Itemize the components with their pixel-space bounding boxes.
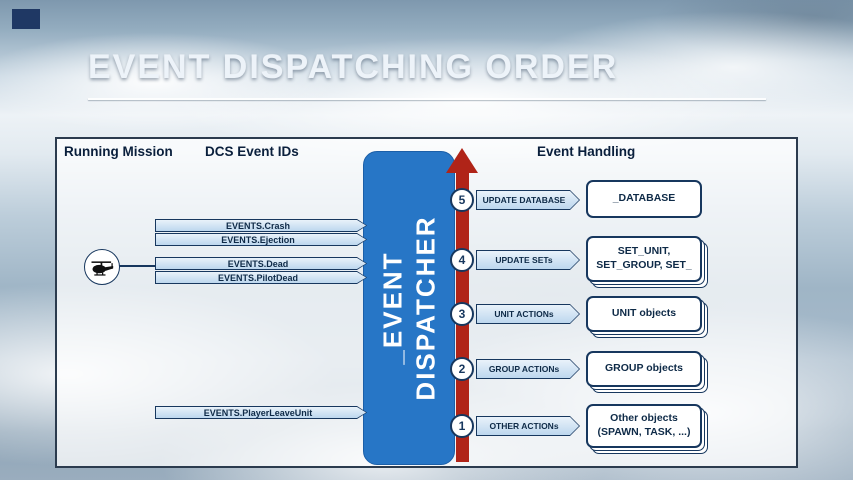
step-badge-1: 1 bbox=[450, 414, 474, 438]
arrow-shape-fill bbox=[156, 272, 366, 283]
action-label-update-sets: UPDATE SETs bbox=[476, 250, 580, 270]
event-label-crash: EVENTS.Crash bbox=[155, 219, 367, 232]
event-label-text: EVENTS.Dead bbox=[227, 258, 289, 269]
header-dcs-event-ids: DCS Event IDs bbox=[205, 144, 299, 159]
arrow-shape-fill bbox=[477, 251, 579, 269]
action-label-text: UPDATE SETs bbox=[495, 255, 553, 265]
arrow-shape-fill bbox=[477, 360, 579, 378]
target-box-unit-objects: UNIT objects bbox=[586, 296, 702, 332]
target-box-group-objects: GROUP objects bbox=[586, 351, 702, 387]
event-dispatcher-label: _EVENT DISPATCHER bbox=[377, 158, 442, 458]
arrow-shape-fill bbox=[477, 417, 579, 435]
up-arrow-icon bbox=[446, 148, 478, 173]
event-label-text: EVENTS.PlayerLeaveUnit bbox=[203, 407, 313, 418]
target-box-other-objects: Other objects (SPAWN, TASK, ...) bbox=[586, 404, 702, 448]
action-label-text: UPDATE DATABASE bbox=[482, 195, 566, 205]
page-title: EVENT DISPATCHING ORDER bbox=[88, 48, 619, 86]
helicopter-icon bbox=[91, 261, 114, 276]
event-label-playerleaveunit: EVENTS.PlayerLeaveUnit bbox=[155, 406, 367, 419]
arrow-shape-fill bbox=[156, 258, 366, 269]
event-label-pilotdead: EVENTS.PilotDead bbox=[155, 271, 367, 284]
dispatcher-label-line2: DISPATCHER bbox=[410, 215, 440, 401]
step-badge-4: 4 bbox=[450, 248, 474, 272]
arrow-shape-fill bbox=[477, 305, 579, 323]
event-label-ejection: EVENTS.Ejection bbox=[155, 233, 367, 246]
arrow-shape-fill bbox=[156, 407, 366, 418]
arrow-shape-fill bbox=[156, 234, 366, 245]
action-label-text: OTHER ACTIONs bbox=[489, 421, 559, 431]
event-label-text: EVENTS.Crash bbox=[225, 220, 291, 231]
target-box-sets: SET_UNIT, SET_GROUP, SET_ bbox=[586, 236, 702, 282]
arrow-shape-fill bbox=[477, 191, 579, 209]
event-label-text: EVENTS.Ejection bbox=[221, 234, 295, 245]
target-box-database: _DATABASE bbox=[586, 180, 702, 218]
action-label-update-database: UPDATE DATABASE bbox=[476, 190, 580, 210]
action-label-text: UNIT ACTIONs bbox=[494, 309, 554, 319]
dispatcher-label-line1: _EVENT bbox=[377, 251, 408, 365]
action-label-unit-actions: UNIT ACTIONs bbox=[476, 304, 580, 324]
corner-accent bbox=[12, 9, 40, 29]
step-badge-5: 5 bbox=[450, 188, 474, 212]
event-label-text: EVENTS.PilotDead bbox=[217, 272, 298, 283]
title-underline bbox=[88, 98, 766, 100]
event-label-dead: EVENTS.Dead bbox=[155, 257, 367, 270]
action-label-group-actions: GROUP ACTIONs bbox=[476, 359, 580, 379]
arrow-shape-fill bbox=[156, 220, 366, 231]
header-running-mission: Running Mission bbox=[64, 144, 173, 159]
connector-line bbox=[119, 265, 156, 267]
step-badge-2: 2 bbox=[450, 357, 474, 381]
step-badge-3: 3 bbox=[450, 302, 474, 326]
header-event-handling: Event Handling bbox=[537, 144, 636, 159]
unit-badge bbox=[84, 249, 120, 285]
action-label-other-actions: OTHER ACTIONs bbox=[476, 416, 580, 436]
action-label-text: GROUP ACTIONs bbox=[488, 364, 560, 374]
event-dispatcher-box: _EVENT DISPATCHER bbox=[363, 151, 455, 465]
